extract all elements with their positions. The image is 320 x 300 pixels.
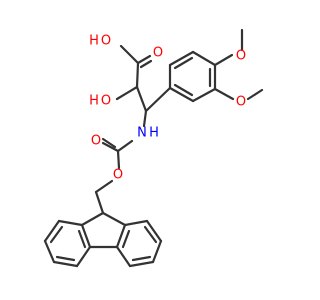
atom-label-methoxy-o-2: O [236, 95, 246, 110]
atom-label-hydroxy-h: H [89, 94, 99, 109]
bond [119, 44, 140, 65]
bond [77, 229, 87, 249]
bond [121, 229, 131, 249]
bond [173, 56, 194, 70]
bond [116, 139, 134, 153]
bond [145, 219, 163, 243]
bond [80, 223, 92, 249]
atom-label-acid-o: O [101, 34, 111, 49]
bond [128, 260, 155, 268]
bond [115, 245, 132, 268]
atom-label-methoxy-o-1: O [236, 49, 246, 64]
bond [94, 179, 114, 194]
atom-label-carbamate-o-double: O [91, 134, 101, 149]
atom-label-carbonyl-o: O [153, 46, 163, 61]
bond [52, 260, 79, 268]
bond [101, 141, 120, 153]
bond [131, 255, 152, 262]
bond [151, 239, 163, 264]
bond [115, 223, 127, 249]
bond [246, 88, 264, 101]
atom-label-nh-h: H [149, 126, 159, 141]
atom-label-carbamate-o-ester: O [113, 168, 123, 183]
bond [57, 219, 84, 227]
bond [94, 190, 105, 215]
bond [173, 83, 194, 97]
bond [135, 85, 148, 113]
bond [135, 61, 140, 89]
bond [75, 245, 92, 268]
bond [139, 59, 153, 69]
bond [43, 239, 56, 264]
bond [213, 87, 235, 101]
atom-label-nh-n: N [137, 126, 147, 141]
bond [144, 86, 172, 113]
bond [49, 225, 64, 244]
bond [191, 50, 217, 67]
bond [55, 255, 76, 262]
bond [168, 50, 195, 67]
structure-diagram: H O O H O N H O O O O [43, 28, 264, 268]
bond [213, 53, 234, 67]
bond [43, 219, 61, 243]
bond [191, 87, 217, 103]
bond [101, 211, 127, 227]
bond [116, 149, 121, 170]
bond [143, 225, 158, 244]
bond [123, 219, 149, 227]
atom-label-acid-h: H [89, 34, 99, 49]
bond [80, 211, 105, 227]
bond [142, 109, 148, 128]
bond [168, 86, 195, 103]
bond [136, 54, 152, 65]
molecule-canvas: H O O H O N H O O O O [43, 28, 264, 268]
bond [115, 85, 139, 101]
bond [101, 137, 117, 149]
atom-label-hydroxy-o: O [101, 94, 111, 109]
